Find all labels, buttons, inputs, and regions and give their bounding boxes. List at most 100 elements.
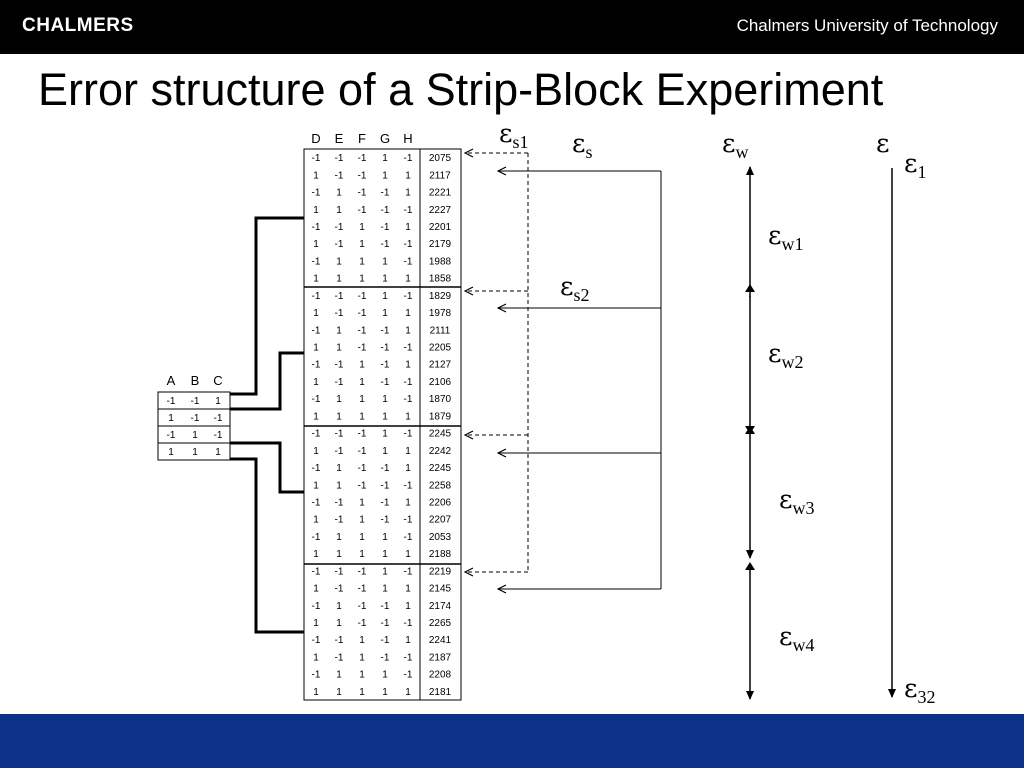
response-cell: 2201	[429, 222, 452, 233]
factor-cell: 1	[382, 566, 388, 577]
factor-cell: -1	[312, 325, 321, 336]
header-a: A	[167, 373, 176, 388]
chalmers-logo: CHALMERS	[22, 15, 134, 36]
factor-cell: 1	[359, 394, 365, 405]
label-eps-1: ε1	[904, 149, 926, 182]
whole-plot-error-arrows	[745, 166, 755, 700]
factor-cell: 1	[313, 377, 319, 388]
factor-cell: -1	[335, 515, 344, 526]
factor-cell: 1	[336, 343, 342, 354]
slide-title: Error structure of a Strip-Block Experim…	[38, 64, 884, 115]
factor-cell: -1	[214, 430, 223, 441]
label-eps-w: εw	[722, 129, 748, 162]
factor-cell: 1	[313, 170, 319, 181]
factor-cell: -1	[381, 635, 390, 646]
factor-cell: 1	[359, 360, 365, 371]
response-cell: 1870	[429, 394, 452, 405]
factor-cell: -1	[167, 430, 176, 441]
bracket-plot-2	[230, 351, 304, 411]
response-cell: 2181	[429, 687, 452, 698]
error-labels: εs1 εs εs2 εw εw1 εw2 εw3 εw4 ε ε1 ε32	[499, 119, 935, 707]
label-eps-w2: εw2	[768, 339, 803, 372]
header-c: C	[213, 373, 222, 388]
label-eps-w1: εw1	[768, 221, 803, 254]
factor-cell: 1	[313, 549, 319, 560]
factor-cell: -1	[404, 652, 413, 663]
response-cell: 2265	[429, 618, 452, 629]
factor-cell: -1	[404, 377, 413, 388]
header-d: D	[311, 131, 320, 146]
factor-cell: -1	[358, 480, 367, 491]
factor-cell: -1	[335, 584, 344, 595]
factor-cell: -1	[312, 256, 321, 267]
factor-cell: 1	[382, 308, 388, 319]
factor-cell: -1	[214, 413, 223, 424]
factor-cell: -1	[191, 413, 200, 424]
factor-cell: 1	[359, 497, 365, 508]
response-cell: 2117	[429, 170, 451, 181]
label-eps: ε	[876, 129, 889, 159]
factor-cell: -1	[358, 601, 367, 612]
header-b: B	[191, 373, 200, 388]
label-eps-s: εs	[572, 129, 593, 162]
factor-cell: 1	[336, 256, 342, 267]
factor-cell: -1	[404, 480, 413, 491]
bracket-plot-1	[230, 216, 304, 396]
factor-cell: -1	[358, 308, 367, 319]
factor-cell: -1	[404, 153, 413, 164]
factor-cell: 1	[313, 515, 319, 526]
response-cell: 2187	[429, 652, 452, 663]
response-cell: 1829	[429, 291, 452, 302]
factor-cell: -1	[335, 153, 344, 164]
factor-cell: 1	[359, 256, 365, 267]
factor-cell: -1	[381, 377, 390, 388]
factor-cell: 1	[313, 239, 319, 250]
factor-cell: 1	[313, 480, 319, 491]
factor-cell: -1	[335, 308, 344, 319]
response-cell: 2208	[429, 670, 452, 681]
factor-cell: 1	[359, 222, 365, 233]
factor-cell: 1	[359, 377, 365, 388]
whole-plot-brackets	[230, 216, 304, 634]
factor-cell: -1	[358, 463, 367, 474]
factor-cell: -1	[381, 205, 390, 216]
factor-cell: -1	[381, 188, 390, 199]
factor-cell: 1	[405, 687, 411, 698]
factor-cell: 1	[313, 343, 319, 354]
factor-cell: -1	[312, 566, 321, 577]
top-bar: CHALMERS Chalmers University of Technolo…	[0, 0, 1024, 54]
factor-cell: 1	[405, 446, 411, 457]
response-cell: 2053	[429, 532, 452, 543]
response-cell: 1988	[429, 256, 452, 267]
factor-cell: 1	[405, 308, 411, 319]
factor-cell: -1	[335, 566, 344, 577]
factor-cell: 1	[405, 635, 411, 646]
factor-cell: 1	[359, 274, 365, 285]
factor-cell: -1	[381, 618, 390, 629]
factor-cell: 1	[405, 411, 411, 422]
factor-cell: -1	[335, 429, 344, 440]
factor-cell: -1	[404, 618, 413, 629]
factor-cell: 1	[336, 205, 342, 216]
response-cell: 2111	[430, 325, 451, 336]
factor-cell: 1	[192, 430, 198, 441]
factor-cell: -1	[358, 566, 367, 577]
factor-cell: -1	[381, 463, 390, 474]
response-cell: 2206	[429, 497, 452, 508]
factor-cell: 1	[313, 274, 319, 285]
strip-error-arrows	[465, 153, 529, 572]
factor-cell: 1	[405, 584, 411, 595]
factor-cell: -1	[381, 325, 390, 336]
factor-cell: -1	[381, 601, 390, 612]
strip-table-border	[303, 148, 462, 701]
factor-cell: 1	[382, 670, 388, 681]
bracket-plot-3	[230, 441, 304, 494]
factor-cell: 1	[359, 635, 365, 646]
factor-cell: 1	[405, 549, 411, 560]
factor-cell: 1	[382, 429, 388, 440]
factor-cell: 1	[359, 532, 365, 543]
label-eps-s2: εs2	[560, 272, 590, 305]
response-cell: 2207	[429, 515, 452, 526]
factor-cell: 1	[382, 153, 388, 164]
factor-cell: 1	[382, 411, 388, 422]
